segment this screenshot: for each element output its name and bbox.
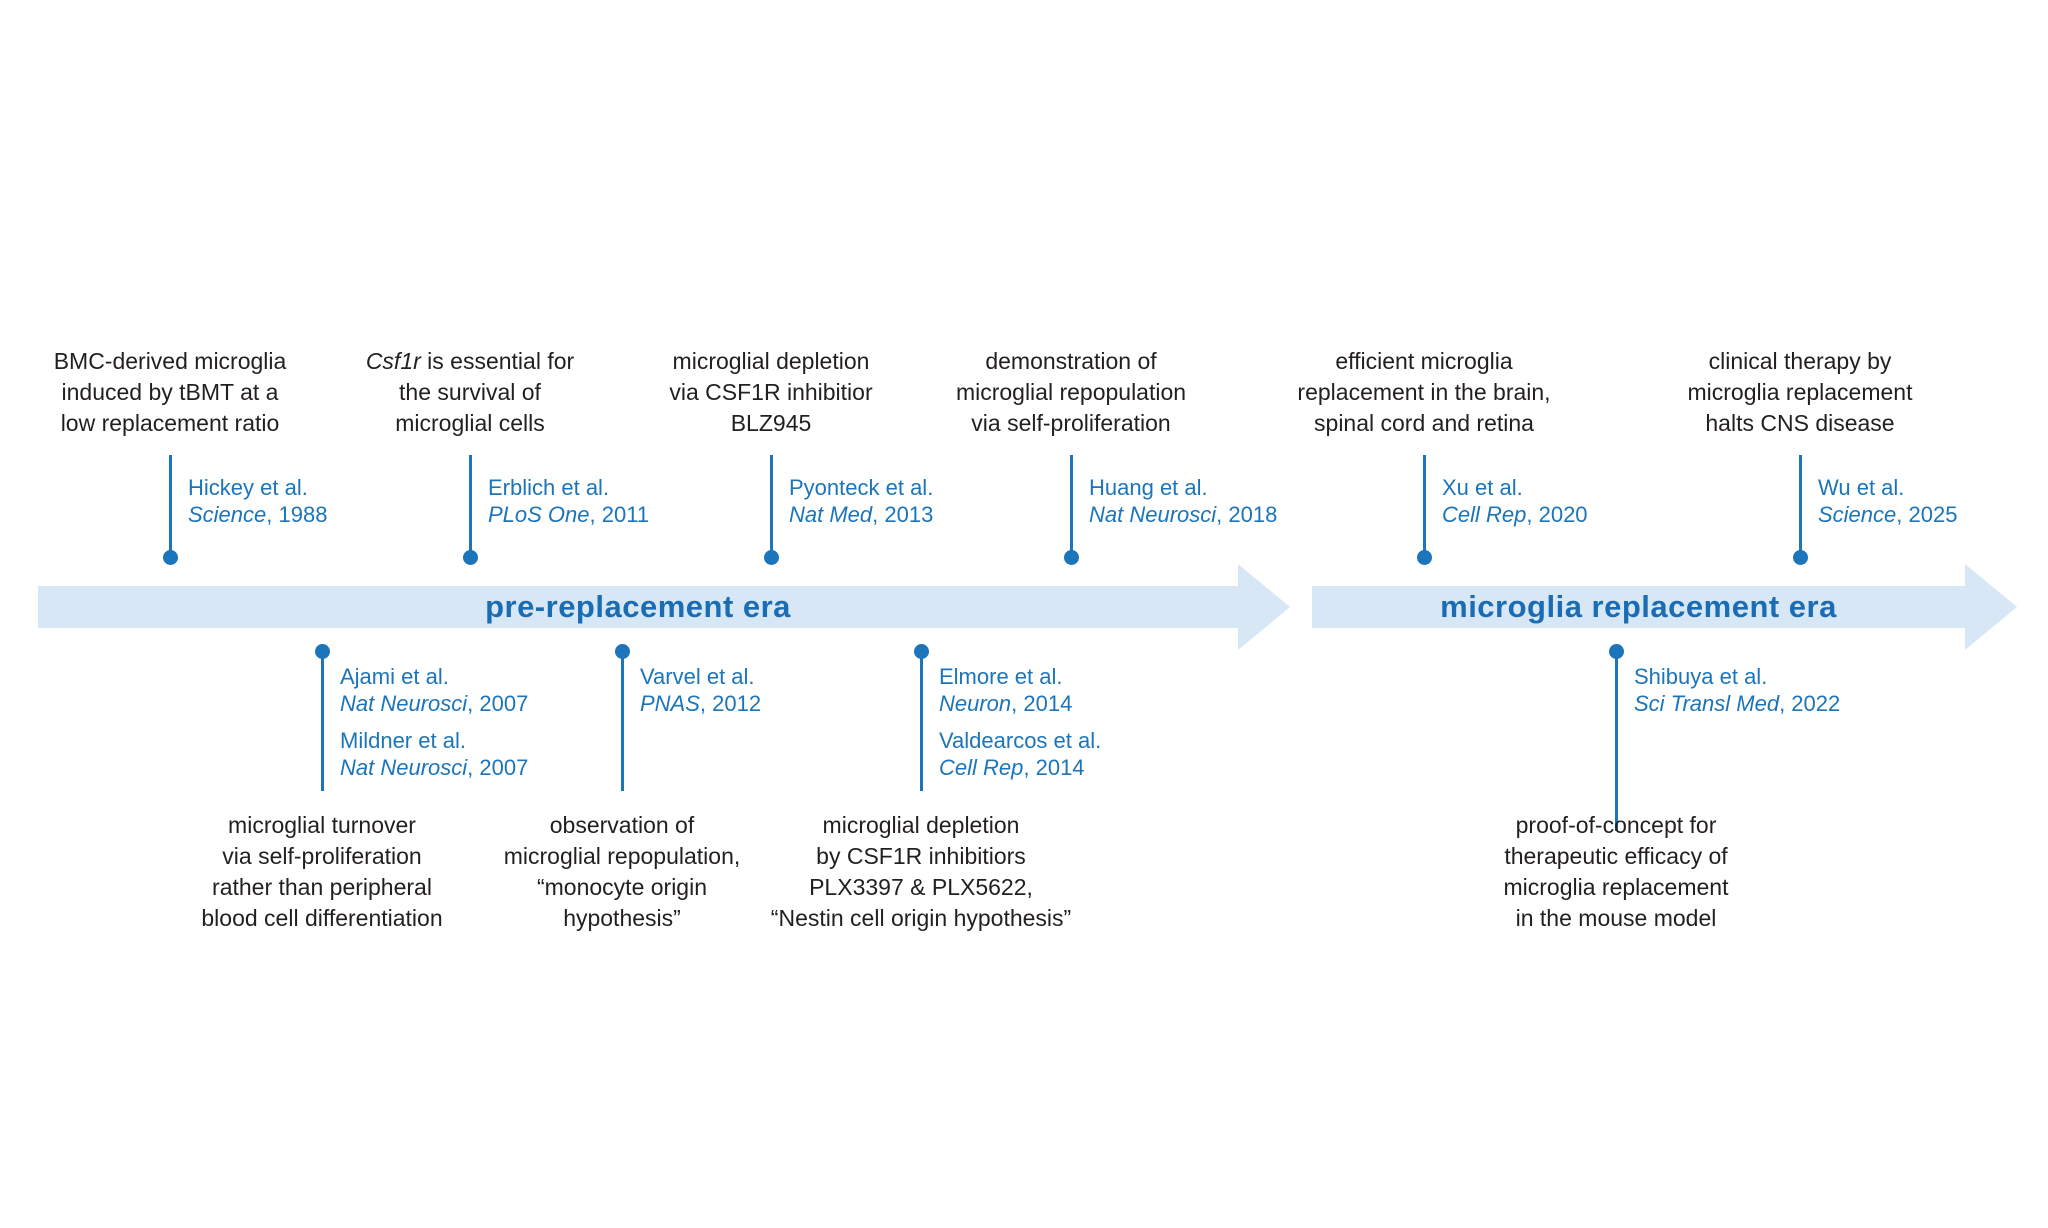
citation-author: Wu et al. [1818, 475, 1905, 500]
event-label: microglial depletion via CSF1R inhibitio… [669, 348, 873, 436]
event-line [469, 455, 472, 557]
citation: Valdearcos et al.Cell Rep, 2014 [939, 727, 1101, 781]
event-line [621, 651, 624, 791]
citation-author: Xu et al. [1442, 475, 1523, 500]
event-dot [764, 550, 779, 565]
event-line [920, 651, 923, 791]
event-dot [1417, 550, 1432, 565]
citation: Ajami et al.Nat Neurosci, 2007 [340, 663, 528, 717]
citation-author: Shibuya et al. [1634, 664, 1768, 689]
event-dot [463, 550, 478, 565]
citation-journal-year: Science, 1988 [188, 502, 328, 527]
microglia-replacement-era-arrowhead-icon [1965, 564, 2017, 650]
event-line [1423, 455, 1426, 557]
event-line [1799, 455, 1802, 557]
microglia-replacement-era-band: microglia replacement era [1312, 586, 1965, 628]
citation: Erblich et al.PLoS One, 2011 [488, 474, 649, 528]
citation: Hickey et al.Science, 1988 [188, 474, 327, 528]
citation-group: Hickey et al.Science, 1988 [188, 474, 327, 538]
citation-journal-year: Nat Neurosci, 2007 [340, 755, 529, 780]
event-line [321, 651, 324, 791]
citation: Elmore et al.Neuron, 2014 [939, 663, 1101, 717]
event-label: BMC-derived microglia induced by tBMT at… [53, 348, 287, 436]
event-label: microglial turnover via self-proliferati… [201, 812, 443, 931]
pre-replacement-era-label: pre-replacement era [485, 589, 791, 624]
event-line [169, 455, 172, 557]
citation-group: Xu et al.Cell Rep, 2020 [1442, 474, 1588, 538]
citation: Pyonteck et al.Nat Med, 2013 [789, 474, 933, 528]
citation: Varvel et al.PNAS, 2012 [640, 663, 761, 717]
citation-author: Ajami et al. [340, 664, 449, 689]
citation-author: Erblich et al. [488, 475, 610, 500]
event-dot [163, 550, 178, 565]
citation-journal-year: Science, 2025 [1818, 502, 1958, 527]
event-dot [1064, 550, 1079, 565]
event-label: proof-of-concept for therapeutic efficac… [1503, 812, 1729, 931]
citation-journal-year: Nat Neurosci, 2018 [1089, 502, 1278, 527]
citation-journal-year: Nat Med, 2013 [789, 502, 934, 527]
citation-group: Erblich et al.PLoS One, 2011 [488, 474, 649, 538]
citation: Shibuya et al.Sci Transl Med, 2022 [1634, 663, 1840, 717]
citation: Huang et al.Nat Neurosci, 2018 [1089, 474, 1277, 528]
pre-replacement-era-arrowhead-icon [1238, 564, 1290, 650]
event-label: efficient microglia replacement in the b… [1297, 348, 1551, 436]
citation: Xu et al.Cell Rep, 2020 [1442, 474, 1588, 528]
citation-journal-year: Cell Rep, 2020 [1442, 502, 1588, 527]
citation-group: Varvel et al.PNAS, 2012 [640, 663, 761, 727]
event-line [1615, 651, 1618, 831]
event-label: observation of microglial repopulation, … [503, 812, 741, 931]
citation-author: Varvel et al. [640, 664, 755, 689]
citation-author: Hickey et al. [188, 475, 308, 500]
event-line [770, 455, 773, 557]
citation-author: Valdearcos et al. [939, 728, 1102, 753]
citation-author: Huang et al. [1089, 475, 1208, 500]
citation-author: Mildner et al. [340, 728, 466, 753]
microglia-replacement-era-label: microglia replacement era [1440, 589, 1837, 624]
citation-group: Huang et al.Nat Neurosci, 2018 [1089, 474, 1277, 538]
citation-journal-year: PNAS, 2012 [640, 691, 762, 716]
citation-journal-year: PLoS One, 2011 [488, 502, 650, 527]
event-label: microglial depletion by CSF1R inhibitior… [770, 812, 1072, 931]
pre-replacement-era-band: pre-replacement era [38, 586, 1238, 628]
event-dot [1793, 550, 1808, 565]
citation-group: Shibuya et al.Sci Transl Med, 2022 [1634, 663, 1840, 727]
event-line [1070, 455, 1073, 557]
event-label: demonstration of microglial repopulation… [955, 348, 1187, 436]
citation-author: Elmore et al. [939, 664, 1063, 689]
citation-group: Pyonteck et al.Nat Med, 2013 [789, 474, 933, 538]
citation-author: Pyonteck et al. [789, 475, 934, 500]
event-label: clinical therapy by microglia replacemen… [1687, 348, 1913, 436]
citation-journal-year: Neuron, 2014 [939, 691, 1073, 716]
citation-journal-year: Nat Neurosci, 2007 [340, 691, 529, 716]
event-label: Csf1r is essential for the survival of m… [365, 348, 575, 436]
citation-journal-year: Cell Rep, 2014 [939, 755, 1085, 780]
citation-journal-year: Sci Transl Med, 2022 [1634, 691, 1841, 716]
citation: Mildner et al.Nat Neurosci, 2007 [340, 727, 528, 781]
citation-group: Wu et al.Science, 2025 [1818, 474, 1957, 538]
citation: Wu et al.Science, 2025 [1818, 474, 1957, 528]
